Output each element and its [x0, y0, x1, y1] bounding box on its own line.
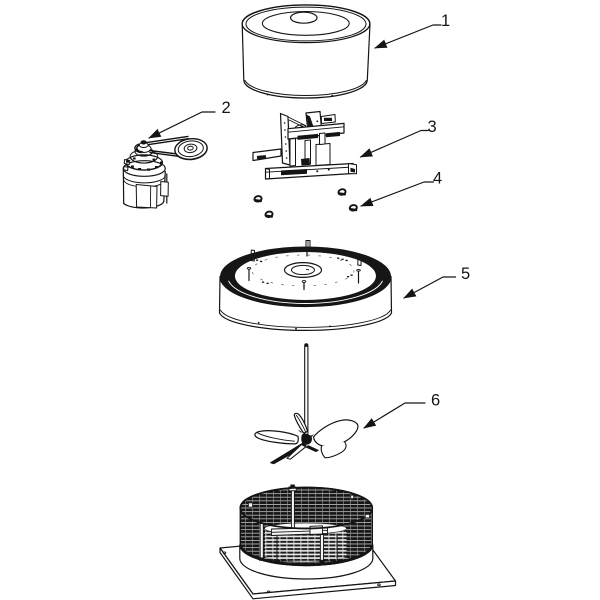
svg-text:6: 6 — [431, 392, 440, 410]
svg-text:4: 4 — [433, 169, 442, 187]
svg-text:5: 5 — [461, 265, 470, 283]
svg-text:2: 2 — [222, 99, 231, 117]
svg-text:1: 1 — [441, 12, 450, 30]
svg-text:3: 3 — [428, 118, 437, 136]
